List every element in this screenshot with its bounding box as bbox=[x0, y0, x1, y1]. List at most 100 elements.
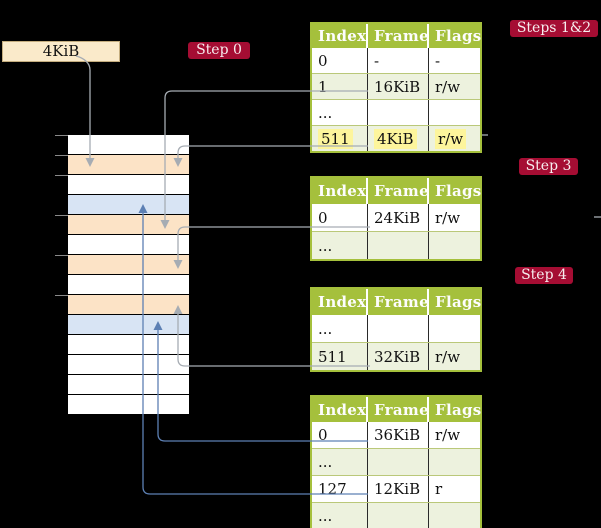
table-cell: 36KiB bbox=[368, 422, 429, 448]
cell-value: r/w bbox=[435, 208, 461, 227]
table-cell bbox=[429, 100, 480, 125]
cell-value: - bbox=[435, 51, 441, 70]
table-cell: r/w bbox=[429, 204, 480, 231]
memory-row-7 bbox=[68, 255, 189, 274]
table-row: 511 32KiB r/w bbox=[312, 342, 480, 370]
table-cell: r bbox=[429, 476, 480, 502]
table-row: ... bbox=[312, 315, 480, 342]
table-cell bbox=[368, 232, 429, 259]
table-row: 0 - - bbox=[312, 48, 480, 73]
table-row: 1 16KiB r/w bbox=[312, 73, 480, 99]
cell-value: 16KiB bbox=[374, 77, 421, 96]
memory-tick bbox=[55, 255, 68, 256]
cell-value: 36KiB bbox=[374, 426, 421, 444]
cell-value: 32KiB bbox=[374, 347, 421, 366]
table-cell bbox=[368, 315, 429, 342]
table-cell bbox=[429, 315, 480, 342]
cell-value: 0 bbox=[318, 426, 328, 444]
table-cell: ... bbox=[312, 232, 368, 259]
cell-value: ... bbox=[318, 236, 333, 255]
cell-value: 0 bbox=[318, 51, 328, 70]
table-cell bbox=[368, 449, 429, 475]
memory-row-5 bbox=[68, 215, 189, 234]
cell-value: 0 bbox=[318, 208, 328, 227]
table-row: 511 4KiB r/w bbox=[312, 125, 480, 151]
table-cell: ... bbox=[312, 315, 368, 342]
memory-tick bbox=[55, 155, 68, 156]
badge-step-3: Step 3 bbox=[519, 158, 578, 175]
table-row: ... bbox=[312, 502, 480, 528]
badge-step-4: Step 4 bbox=[515, 267, 573, 284]
table-cell: 12KiB bbox=[368, 476, 429, 502]
table-3-header-index: Index bbox=[312, 289, 368, 315]
table-cell: 16KiB bbox=[368, 74, 429, 99]
highlighted-cell-value: r/w bbox=[435, 128, 467, 149]
table-row: ... bbox=[312, 99, 480, 125]
cell-value: r/w bbox=[435, 77, 461, 96]
cell-value: ... bbox=[318, 103, 333, 122]
badge-step-0: Step 0 bbox=[188, 42, 250, 59]
memory-tick bbox=[55, 295, 68, 296]
cell-value: - bbox=[374, 51, 380, 70]
table-cell: ... bbox=[312, 449, 368, 475]
memory-tick bbox=[55, 215, 68, 216]
table-3-header-frame: Frame bbox=[368, 289, 429, 315]
memory-row-13 bbox=[68, 375, 189, 394]
table-cell: 511 bbox=[312, 126, 368, 151]
table-1-header-flags: Flags bbox=[435, 27, 482, 45]
highlighted-cell-value: 511 bbox=[318, 128, 353, 149]
memory-row-11 bbox=[68, 335, 189, 354]
highlighted-cell-value: 4KiB bbox=[374, 128, 417, 149]
table-cell: ... bbox=[312, 100, 368, 125]
badge-steps-1-2: Steps 1&2 bbox=[510, 20, 598, 37]
table-cell: 32KiB bbox=[368, 343, 429, 370]
table-cell: 0 bbox=[312, 48, 368, 73]
table-row: 0 24KiB r/w bbox=[312, 204, 480, 231]
frame-size-label: 4KiB bbox=[2, 41, 120, 62]
table-cell: 511 bbox=[312, 343, 368, 370]
table-cell: 127 bbox=[312, 476, 368, 502]
cell-value: 1 bbox=[318, 77, 328, 96]
table-row: ... bbox=[312, 448, 480, 475]
cell-value: 24KiB bbox=[374, 208, 421, 227]
table-cell: ... bbox=[312, 503, 368, 528]
table-2-header-frame: Frame bbox=[368, 178, 429, 204]
table-cell: 0 bbox=[312, 204, 368, 231]
table-3-header-flags: Flags bbox=[435, 293, 482, 311]
table-cell bbox=[429, 449, 480, 475]
table-cell: 24KiB bbox=[368, 204, 429, 231]
memory-row-4 bbox=[68, 195, 189, 214]
table-cell bbox=[429, 232, 480, 259]
memory-row-8 bbox=[68, 275, 189, 294]
cell-value: r/w bbox=[435, 426, 461, 444]
table-cell: r/w bbox=[429, 343, 480, 370]
memory-row-1 bbox=[68, 135, 189, 154]
table-cell: r/w bbox=[429, 422, 480, 448]
memory-tick bbox=[55, 135, 68, 136]
memory-row-6 bbox=[68, 235, 189, 254]
cell-value: ... bbox=[318, 507, 333, 525]
cell-value: ... bbox=[318, 319, 333, 338]
table-2-header-flags: Flags bbox=[435, 182, 482, 200]
table-1-header-index: Index bbox=[312, 24, 368, 48]
table-cell bbox=[368, 100, 429, 125]
table-cell: r/w bbox=[429, 126, 480, 151]
table-cell: 4KiB bbox=[368, 126, 429, 151]
table-2-header-index: Index bbox=[312, 178, 368, 204]
table-4-header-flags: Flags bbox=[435, 400, 482, 419]
table-row: 0 36KiB r/w bbox=[312, 422, 480, 448]
memory-row-2 bbox=[68, 155, 189, 174]
table-4-header-frame: Frame bbox=[368, 397, 429, 422]
memory-tick bbox=[55, 175, 68, 176]
table-row: ... bbox=[312, 231, 480, 259]
cell-value: r bbox=[435, 480, 443, 498]
table-cell: 0 bbox=[312, 422, 368, 448]
